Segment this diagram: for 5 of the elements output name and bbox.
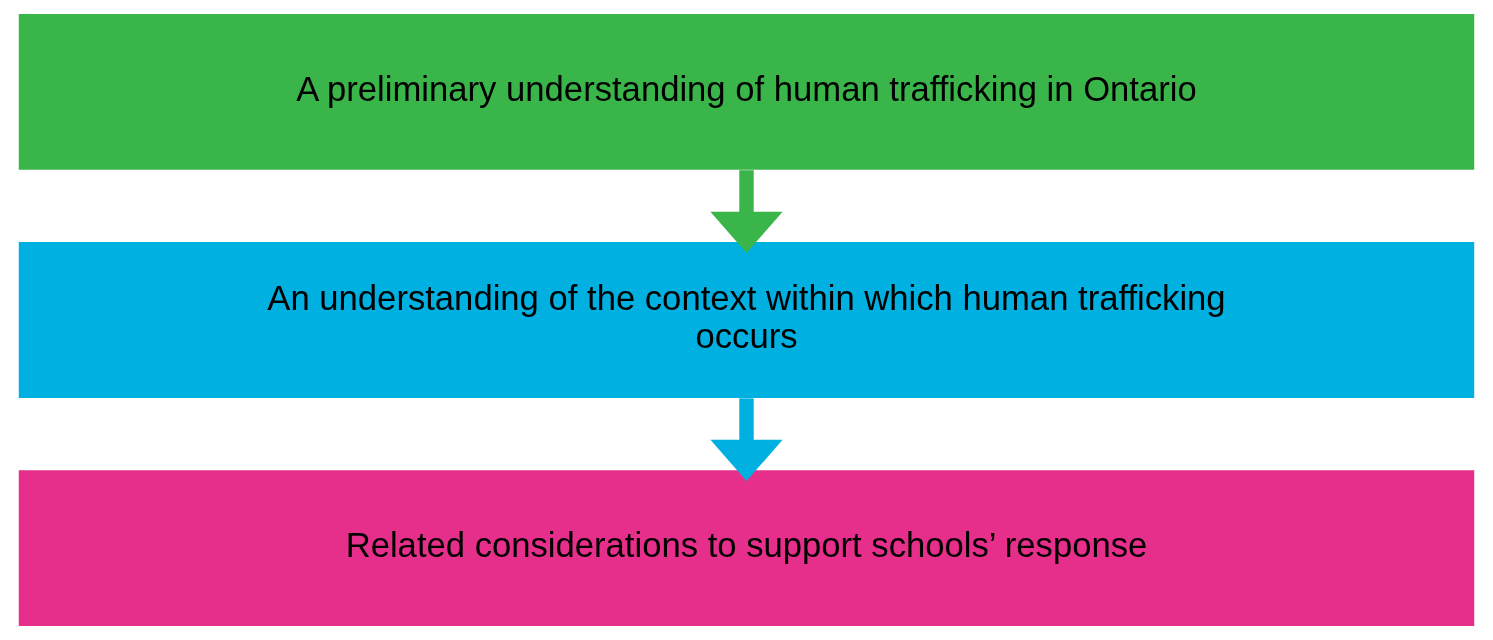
arrow bbox=[710, 398, 783, 482]
node-box: An understanding of the context within which human trafficking occurs bbox=[18, 242, 1475, 398]
node-box: Related considerations to support schools’ response bbox=[18, 470, 1475, 627]
arrow bbox=[710, 170, 783, 253]
node-box: A preliminary understanding of human trafficking in Ontario bbox=[18, 13, 1475, 170]
